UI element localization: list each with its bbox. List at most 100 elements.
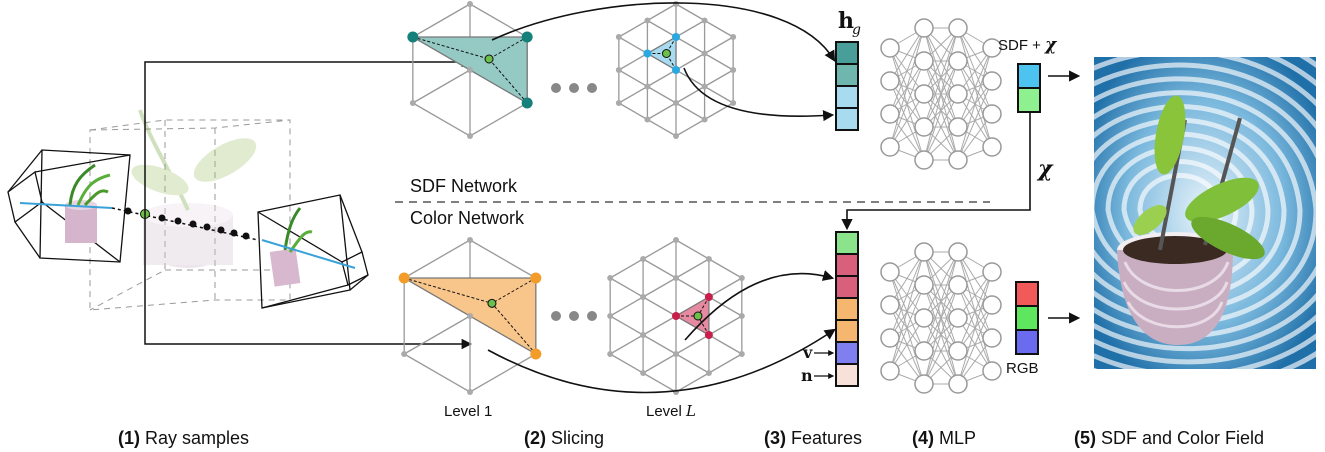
mlp-neuron <box>880 104 900 124</box>
mlp-neuron <box>880 71 900 91</box>
sdf-network-label: SDF Network <box>410 176 518 196</box>
grid-edge <box>609 315 644 336</box>
grid-edge <box>412 69 471 104</box>
view-dir-label: v <box>802 343 813 362</box>
grid-edge <box>412 102 471 137</box>
mlp-edge <box>889 93 925 148</box>
grid-edge <box>675 334 710 355</box>
grid-vertex <box>730 100 737 106</box>
interp-arrow <box>404 277 493 305</box>
grid-edge <box>675 19 705 38</box>
active-triangle <box>646 35 677 72</box>
grid-edge <box>642 353 677 374</box>
grid-edge <box>708 258 743 279</box>
grid-vertex <box>615 100 622 106</box>
mlp-edge <box>923 251 959 352</box>
ray-samples <box>111 207 259 241</box>
mlp-edge <box>889 27 925 148</box>
grid-vertex <box>467 313 473 319</box>
sdf-output-label: SDF + χ <box>998 35 1058 55</box>
grid-vertex <box>673 1 679 7</box>
mlp-edge <box>923 27 959 128</box>
grid-edge <box>618 19 648 38</box>
active-vertex <box>407 31 419 43</box>
sample-point <box>693 311 703 321</box>
active-vertex <box>521 31 533 43</box>
svg-text:h: h <box>838 8 854 34</box>
level-1-label: Level 1 <box>444 403 492 420</box>
active-vertex <box>530 272 542 284</box>
mlp-edge <box>957 304 993 385</box>
grid-edge <box>618 52 648 71</box>
grid-vertex <box>730 34 737 40</box>
grid-edge <box>469 353 537 393</box>
grid-vertex <box>730 67 737 73</box>
grid-edge <box>403 315 471 355</box>
grid-edge <box>704 69 734 88</box>
mlp-neuron <box>880 361 900 381</box>
sdf-mlp-icon <box>880 18 1002 170</box>
caption-sdf-color-field: (5) SDF and Color Field <box>1074 428 1264 448</box>
active-vertex <box>530 348 542 360</box>
ellipsis-top <box>551 83 597 93</box>
interp-arrow <box>697 296 710 317</box>
grid-vertex <box>644 17 651 24</box>
mlp-neuron <box>914 341 934 361</box>
mlp-neuron <box>982 295 1002 315</box>
mlp-edge <box>923 60 959 161</box>
sdf-hex-grid-level-1 <box>407 1 533 139</box>
grid-vertex <box>701 17 708 24</box>
grid-vertex <box>701 116 708 123</box>
grid-vertex <box>738 351 745 357</box>
mlp-edge <box>923 251 959 319</box>
grid-vertex <box>705 256 712 262</box>
sdf-level-set <box>1094 90 1316 325</box>
grid-edge <box>675 277 710 298</box>
mlp-neuron <box>948 84 968 104</box>
mlp-edge <box>923 93 959 161</box>
grid-vertex <box>409 100 416 106</box>
grid-edge <box>412 3 471 38</box>
grid-edge <box>609 258 644 279</box>
grid-edge <box>618 102 648 121</box>
grid-edge <box>403 353 471 393</box>
grid-edge <box>675 52 705 71</box>
interp-arrow <box>697 315 710 336</box>
grid-edge <box>618 69 648 88</box>
mlp-neuron <box>914 374 934 394</box>
svg-text:g: g <box>852 22 861 38</box>
grid-edge <box>647 118 677 137</box>
grid-edge <box>708 277 743 298</box>
grid-vertex <box>673 237 679 243</box>
mlp-edge <box>889 27 925 82</box>
sdf-color-field-image <box>1094 57 1316 369</box>
grid-vertex <box>615 34 622 40</box>
grid-vertex <box>738 313 745 319</box>
mlp-neuron <box>982 71 1002 91</box>
grid-edge <box>675 372 710 393</box>
ellipsis-bottom <box>551 311 597 321</box>
mlp-neuron <box>982 137 1002 157</box>
grid-edge <box>675 353 710 374</box>
feature-arrows <box>487 2 1031 394</box>
grid-edge <box>642 372 677 393</box>
color-network-label: Color Network <box>410 208 525 228</box>
grid-edge <box>647 85 677 104</box>
mlp-edge <box>889 251 925 306</box>
grid-vertex <box>607 313 614 319</box>
mlp-edge <box>957 271 993 352</box>
grid-edge <box>708 296 743 317</box>
mlp-edge <box>889 60 925 148</box>
active-vertex <box>672 312 680 320</box>
mlp-neuron <box>948 341 968 361</box>
grid-vertex <box>640 256 647 262</box>
camera-view-image-right <box>269 207 313 287</box>
grid-vertex <box>467 133 473 139</box>
mlp-neuron <box>982 104 1002 124</box>
normal-label: n <box>801 366 813 385</box>
grid-vertex <box>607 275 614 281</box>
active-vertex <box>704 293 713 301</box>
grid-edge <box>647 19 677 38</box>
mlp-neuron <box>914 242 934 262</box>
